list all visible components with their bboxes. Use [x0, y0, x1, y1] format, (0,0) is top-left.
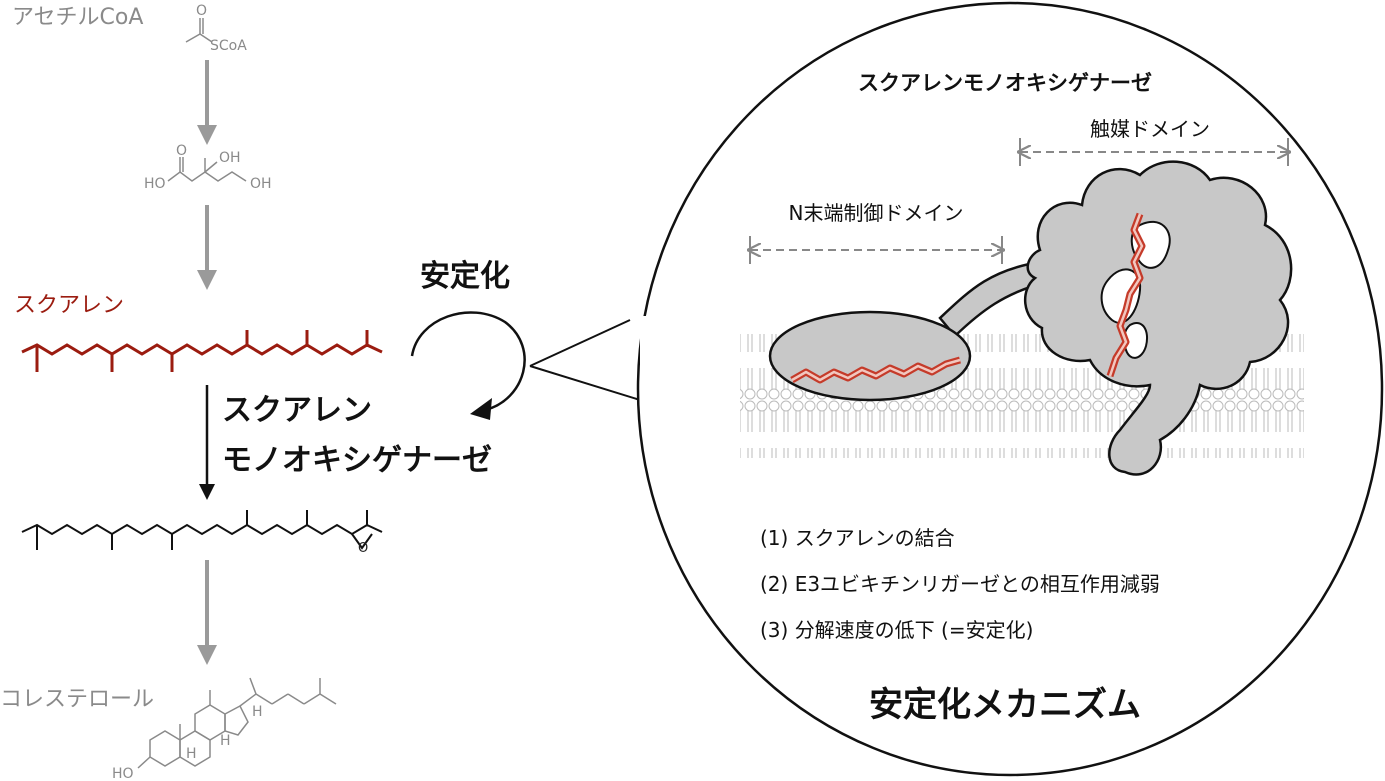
oh-label-2: OH — [250, 176, 272, 192]
cholesterol-h3: H — [252, 704, 263, 720]
protein-structure — [768, 160, 1293, 476]
squalene-label: スクアレン — [14, 293, 124, 318]
cholesterol-label: コレステロール — [0, 687, 154, 712]
panel-title: スクアレンモノオキシゲナーゼ — [858, 71, 1152, 95]
step-2: (2) E3ユビキチンリガーゼとの相互作用減弱 — [760, 572, 1160, 596]
n-terminal-domain-shape — [768, 310, 972, 402]
n-terminal-domain-label: N末端制御ドメイン — [789, 201, 964, 225]
scoa-label: SCoA — [210, 38, 247, 54]
cholesterol-h2: H — [220, 733, 231, 749]
squalene-chain — [21, 343, 383, 356]
bound-squalene-n-terminal — [790, 356, 961, 384]
squalene-branches — [35, 330, 369, 372]
catalytic-domain-shape — [1023, 160, 1293, 476]
mechanism-title: 安定化メカニズム — [869, 685, 1141, 725]
ho-label-1: HO — [144, 176, 166, 192]
stabilization-loop-arrow — [410, 311, 526, 412]
step-3: (3) 分解速度の低下 (=安定化) — [760, 618, 1033, 642]
acetyl-coa-structure — [185, 18, 213, 43]
svg-text:O: O — [196, 3, 207, 19]
step-1: (1) スクアレンの結合 — [760, 526, 955, 550]
bound-squalene-catalytic — [1106, 212, 1146, 378]
oh-label-1: OH — [219, 150, 241, 166]
cholesterol-h1: H — [186, 746, 197, 762]
mevalonate-structure: O HO OH OH — [144, 143, 272, 192]
catalytic-domain-label: 触媒ドメイン — [1090, 117, 1210, 141]
svg-text:O: O — [358, 541, 368, 556]
acetyl-coa-group: アセチルCoA O SCoA — [12, 3, 247, 54]
svg-text:O: O — [176, 143, 187, 159]
cholesterol-structure — [137, 677, 337, 769]
stabilization-label: 安定化 — [420, 259, 510, 294]
oxidosqualene-chain — [21, 523, 383, 536]
enzyme-name-line1: スクアレン — [222, 393, 372, 428]
callout-pointer — [529, 319, 641, 401]
cholesterol-ho: HO — [112, 766, 134, 781]
mechanism-steps: (1) スクアレンの結合 (2) E3ユビキチンリガーゼとの相互作用減弱 (3)… — [760, 526, 1160, 642]
acetyl-coa-label: アセチルCoA — [12, 5, 143, 30]
enzyme-name-line2: モノオキシゲナーゼ — [222, 443, 492, 478]
